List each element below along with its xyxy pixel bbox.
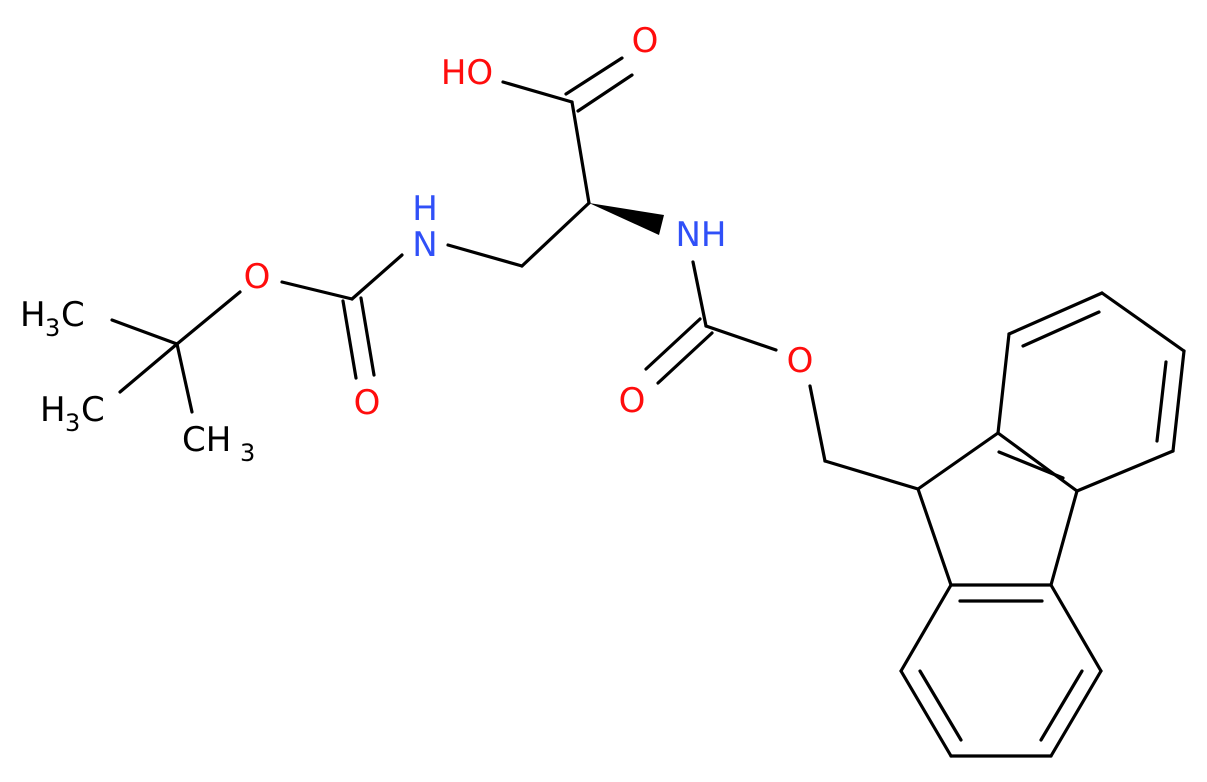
- bond-upper-ring-3: [1100, 291, 1186, 353]
- wedge-bond-alpha-nh: [589, 203, 664, 235]
- methyl-2-subscript: 3: [65, 409, 80, 437]
- methyl-1-c: C: [61, 295, 85, 335]
- bond-lower-ring-2-inner: [918, 669, 963, 742]
- bond-c9-c9a: [916, 431, 1000, 491]
- bond-lower-ring-4-inner: [1039, 669, 1084, 742]
- atom-label-methyl-1: H 3 C: [20, 295, 85, 342]
- bond-boc-carbonyl-ester-o: [280, 280, 354, 301]
- atom-label-boc-ester-oxygen: O: [244, 257, 271, 297]
- bond-tbu-methyl-2: [118, 342, 179, 394]
- bond-boc-nh-carbonyl: [350, 253, 404, 301]
- atom-label-boc-carbonyl-oxygen: O: [354, 383, 381, 423]
- bond-upper-ring-4: [1171, 349, 1186, 453]
- bond-boc-carbonyl-o-b: [359, 296, 376, 377]
- atom-label-fmoc-nh: NH: [676, 215, 727, 255]
- methyl-3-subscript: 3: [240, 439, 255, 467]
- bond-acid-c-alpha: [570, 100, 591, 205]
- methyl-1-h: H: [20, 295, 46, 335]
- label-layer: HO O H N NH O O O O H 3 C H 3 C CH: [20, 21, 813, 467]
- bond-tbu-methyl-1: [110, 318, 179, 346]
- atom-label-fmoc-carbonyl-oxygen: O: [619, 381, 646, 421]
- methyl-1-subscript: 3: [45, 314, 60, 342]
- bond-oh-c: [501, 80, 574, 104]
- bond-upper-ring-6: [996, 431, 1079, 493]
- atom-label-boc-nh-n: N: [412, 225, 437, 265]
- bond-ch2-fluorenyl-c9: [823, 459, 920, 491]
- bond-fmoc-ester-o-ch2: [808, 384, 827, 463]
- bond-acid-c-o-double-a: [564, 56, 624, 96]
- bond-lower-ring-5: [1049, 583, 1103, 673]
- bond-lower-ring-4: [1049, 669, 1103, 758]
- bond-layer: [110, 56, 1186, 758]
- methyl-2-h: H: [40, 390, 66, 430]
- atom-label-boc-nh-h: H: [412, 189, 438, 229]
- bond-upper-ring-5: [1075, 449, 1175, 493]
- atom-label-hydroxyl: HO: [441, 53, 493, 93]
- methyl-3-ch: CH: [182, 420, 231, 460]
- bond-c9-c8a: [916, 487, 953, 587]
- atom-label-methyl-2: H 3 C: [40, 390, 105, 437]
- bond-boc-ester-o-tbu: [175, 290, 242, 346]
- bond-fmoc-carbonyl-o-b: [656, 331, 714, 385]
- bond-upper-ring-2-inner: [1021, 310, 1101, 348]
- bond-upper-ring-2: [1007, 291, 1104, 336]
- bond-upper-ring-4-inner: [1155, 360, 1168, 443]
- bond-fmoc-carbonyl-o-a: [644, 317, 702, 371]
- bond-tbu-methyl-3: [175, 342, 194, 414]
- bond-fmoc-nh-carbonyl: [691, 260, 708, 328]
- atom-label-acid-carbonyl-oxygen: O: [632, 21, 659, 61]
- bond-lower-ring-2: [899, 669, 953, 758]
- bond-c4b-c4a: [1049, 489, 1079, 587]
- bond-boc-carbonyl-o-a: [341, 299, 358, 380]
- atom-label-methyl-3: CH 3: [182, 420, 255, 467]
- bond-upper-ring-6-inner: [997, 450, 1065, 480]
- bond-beta-boc-nh: [446, 243, 524, 268]
- bond-acid-c-o-double-b: [576, 73, 634, 113]
- methyl-2-c: C: [81, 390, 105, 430]
- atom-label-fmoc-ester-oxygen: O: [787, 341, 814, 381]
- bond-lower-ring-1: [899, 583, 953, 673]
- bond-alpha-beta: [520, 201, 591, 268]
- bond-upper-ring-1: [996, 332, 1011, 435]
- bond-fmoc-carbonyl-ester-o: [704, 324, 778, 352]
